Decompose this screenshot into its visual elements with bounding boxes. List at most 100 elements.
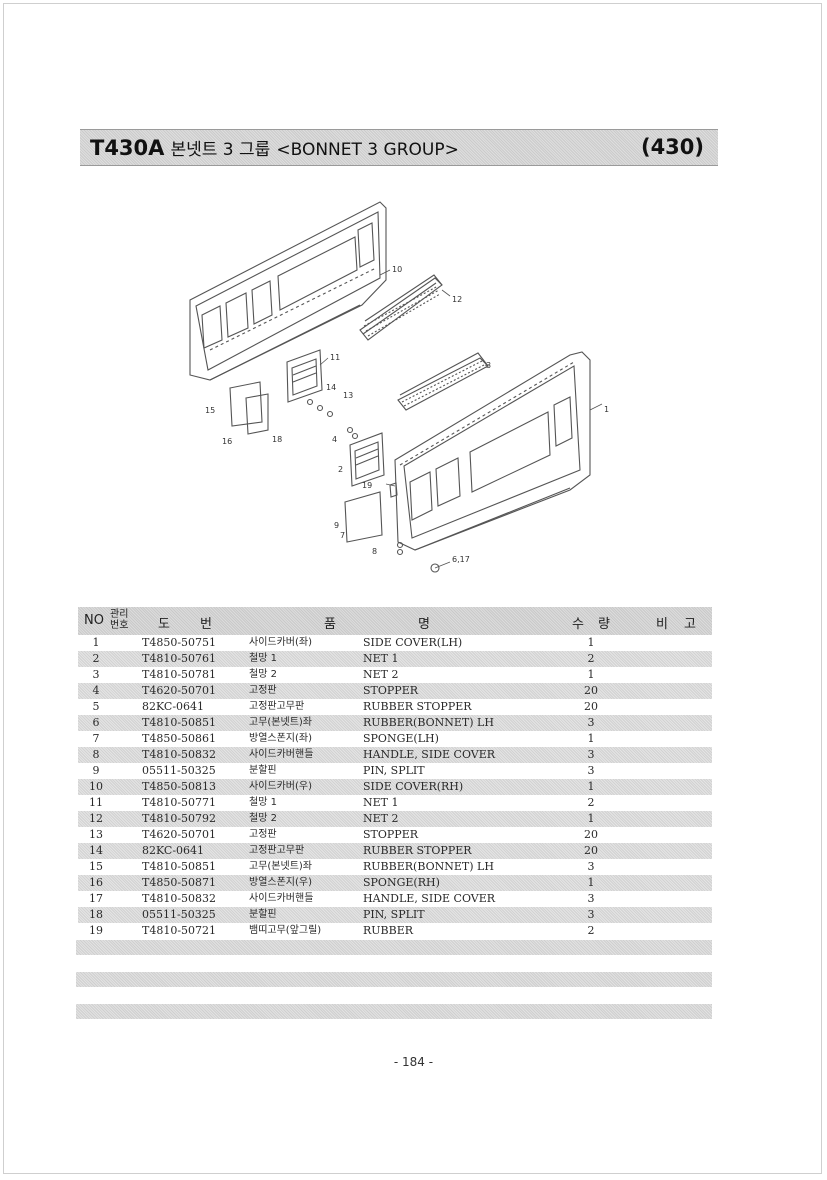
quantity: 2	[587, 924, 595, 937]
quantity: 20	[584, 844, 598, 857]
part-number: T4850-50751	[142, 636, 217, 649]
header-management-line-2: 번호	[110, 620, 129, 631]
row-number: 15	[89, 860, 103, 873]
part-number: T4810-50851	[142, 716, 217, 729]
part-name-english: PIN, SPLIT	[363, 908, 425, 921]
part-name-korean: 뱀띠고무(앞그릴)	[249, 925, 322, 936]
callout-12: 12	[452, 295, 462, 304]
page-number: - 184 -	[393, 1055, 434, 1069]
part-number: T4810-50781	[142, 668, 217, 681]
part-name-english: HANDLE, SIDE COVER	[363, 892, 496, 905]
part-number: T4620-50701	[142, 828, 217, 841]
quantity: 2	[587, 796, 595, 809]
part-number: 82KC-0641	[142, 700, 205, 713]
header-remarks-char-2: 고	[684, 617, 696, 632]
row-number: 10	[89, 780, 103, 793]
right-side-cover-drawing	[394, 351, 591, 551]
header-remarks-char-1: 비	[656, 617, 668, 632]
quantity: 3	[587, 748, 595, 761]
part-name-english: NET 1	[363, 652, 399, 665]
row-number: 3	[92, 668, 100, 681]
part-name-korean: 분할핀	[249, 909, 277, 920]
part-name-english: RUBBER(BONNET) LH	[363, 860, 494, 873]
part-name-korean: 고정판고무판	[249, 845, 305, 856]
part-name-korean: 고무(본넷트)좌	[249, 717, 313, 728]
part-name-korean: 분할핀	[249, 765, 277, 776]
row-number: 9	[92, 764, 100, 777]
header-no: NO	[84, 613, 104, 628]
quantity: 3	[587, 892, 595, 905]
quantity: 1	[587, 668, 595, 681]
quantity: 20	[584, 828, 598, 841]
part-name-english: RUBBER(BONNET) LH	[363, 716, 494, 729]
row-number: 7	[92, 732, 100, 745]
header-number-char: 번	[200, 617, 212, 632]
callout-13: 13	[343, 391, 353, 400]
part-number: T4810-50832	[142, 892, 217, 905]
group-reference-number: (430)	[640, 135, 704, 159]
group-title-korean: 본넷트 3 그룹	[170, 140, 271, 160]
part-name-korean: 철망 2	[249, 813, 277, 824]
section-title: T430A 본넷트 3 그룹 <BONNET 3 GROUP>	[90, 136, 459, 162]
quantity: 3	[587, 764, 595, 777]
part-name-english: SPONGE(LH)	[363, 732, 439, 745]
left-net-1-drawing	[286, 349, 323, 403]
left-side-cover-drawing	[189, 201, 387, 381]
row-number: 4	[92, 684, 100, 697]
page-border	[3, 3, 822, 1174]
right-net-2-drawing	[397, 352, 489, 411]
fastener-drawing	[306, 398, 359, 440]
blank-row-band	[76, 1004, 712, 1019]
quantity: 2	[587, 652, 595, 665]
part-number: 05511-50325	[142, 764, 216, 777]
part-number: T4810-50792	[142, 812, 217, 825]
part-number: T4620-50701	[142, 684, 217, 697]
row-number: 17	[89, 892, 103, 905]
part-name-english: RUBBER STOPPER	[363, 844, 472, 857]
part-name-korean: 고정판고무판	[249, 701, 305, 712]
group-title-english: <BONNET 3 GROUP>	[276, 140, 459, 160]
part-name-english: NET 1	[363, 796, 399, 809]
blank-row-band	[76, 972, 712, 987]
exploded-parts-diagram: 10 12 11 14 13 15 16 18 3 1 4 2 19 9 7 8…	[189, 201, 609, 573]
row-number: 14	[89, 844, 103, 857]
callout-18: 18	[272, 435, 282, 444]
header-management-number: 관리 번호	[110, 609, 128, 631]
part-name-english: SIDE COVER(RH)	[363, 780, 464, 793]
part-name-english: NET 2	[363, 812, 399, 825]
part-number: T4850-50813	[142, 780, 217, 793]
callout-2: 2	[338, 465, 343, 474]
callout-8: 8	[372, 547, 377, 556]
part-number: T4810-50832	[142, 748, 217, 761]
part-name-korean: 사이드카버핸들	[249, 893, 314, 904]
left-net-2-drawing	[359, 274, 443, 341]
row-number: 11	[89, 796, 103, 809]
part-name-korean: 고무(본넷트)좌	[249, 861, 313, 872]
quantity: 1	[587, 732, 595, 745]
quantity: 1	[587, 876, 595, 889]
header-management-line-1: 관리	[110, 609, 129, 620]
header-item-char: 품	[324, 617, 336, 632]
part-name-english: HANDLE, SIDE COVER	[363, 748, 496, 761]
table-header: NO 관리 번호 도 번 품 명 수 량 비 고	[78, 607, 712, 635]
part-number: T4850-50871	[142, 876, 217, 889]
header-name-char: 명	[418, 617, 430, 632]
part-name-korean: 철망 1	[249, 653, 277, 664]
callout-10: 10	[392, 265, 402, 274]
part-name-english: RUBBER STOPPER	[363, 700, 472, 713]
